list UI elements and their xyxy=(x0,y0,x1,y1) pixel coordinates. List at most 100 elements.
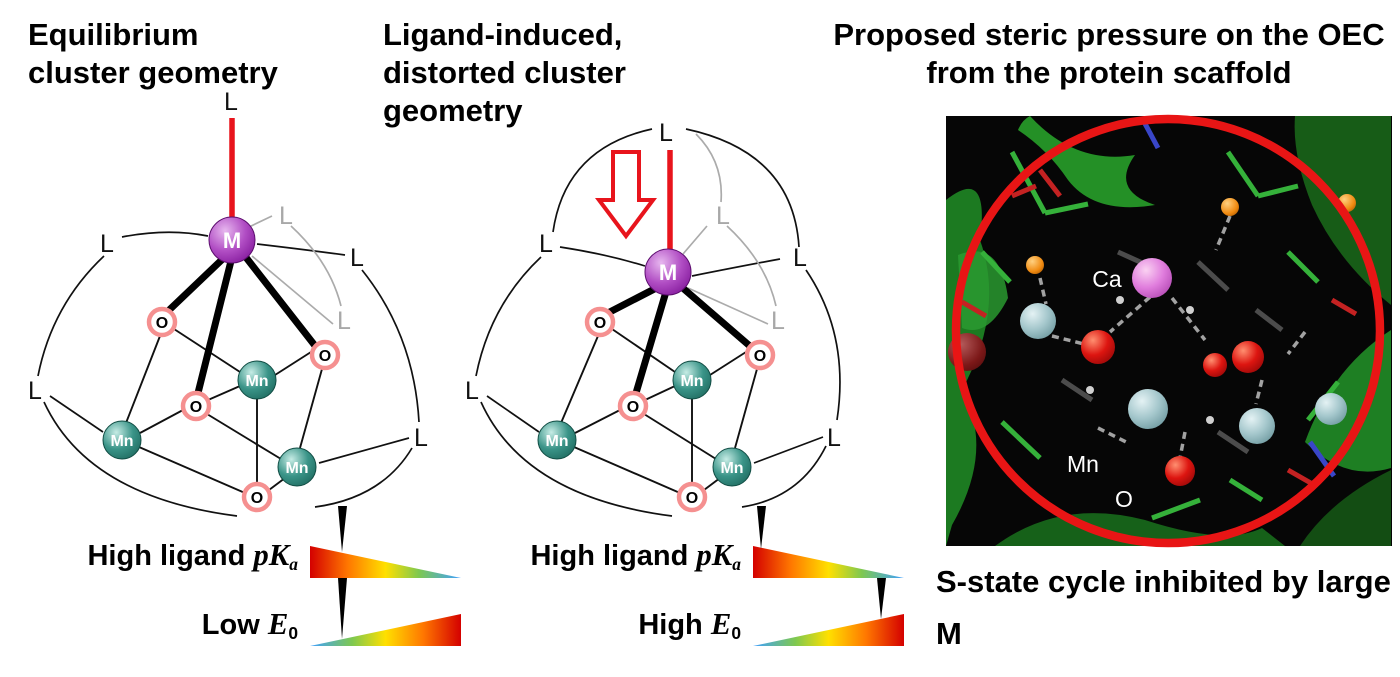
right-panel-title: Proposed steric pressure on the OEC from… xyxy=(833,17,1385,90)
e0-scale-label-left: Low E0 xyxy=(26,607,298,644)
oxygen-atom xyxy=(676,481,708,513)
ligand-label: L xyxy=(100,230,114,258)
equilibrium-cluster-diagram: M Mn Mn Mn O O O O L L L L L L L xyxy=(28,88,428,517)
pka-prefix: High ligand xyxy=(530,540,697,572)
hydrogen-dot xyxy=(1086,386,1094,394)
pka-gradient-wedge xyxy=(753,546,904,578)
ligand-label: L xyxy=(350,244,364,272)
metal-label: M xyxy=(223,228,241,253)
metal-oxo-bonds xyxy=(162,248,319,394)
oxygen-label: O xyxy=(319,348,331,365)
e0-subscript: 0 xyxy=(731,623,741,644)
ligand-label-background: L xyxy=(337,307,351,335)
mn-sphere-photo xyxy=(1128,389,1168,429)
hydrogen-dot xyxy=(1206,416,1214,424)
ligand-label: L xyxy=(793,244,807,272)
pka-gradient-wedge xyxy=(310,546,461,578)
e0-scale-middle xyxy=(753,578,904,646)
protein-structure-image: Ca Mn O xyxy=(946,114,1392,548)
calcium-sphere-photo xyxy=(1132,258,1172,298)
protein-ribbon xyxy=(1018,116,1155,208)
residue-sticks-red xyxy=(960,168,1358,489)
water-sphere-photo xyxy=(1221,198,1239,216)
pka-scale-label-middle: High ligand pKa xyxy=(469,538,741,575)
ligand-label: L xyxy=(414,424,428,452)
ligand-label: L xyxy=(539,230,553,258)
mn-sphere xyxy=(712,447,752,487)
oxygen-atom xyxy=(584,306,616,338)
e0-subscript: 0 xyxy=(288,623,298,644)
oxygen-sphere-photo xyxy=(1081,330,1115,364)
mn-sphere-photo xyxy=(1020,303,1056,339)
oxygen-label: O xyxy=(156,315,168,332)
middle-panel-title: Ligand-induced, distorted cluster geomet… xyxy=(383,17,626,128)
oxygen-photo-label: O xyxy=(1115,486,1133,512)
metal-sphere xyxy=(208,216,256,264)
ligand-envelope xyxy=(37,231,420,517)
ligand-label-background: L xyxy=(279,202,293,230)
e0-prefix: Low xyxy=(201,609,268,641)
oxygen-atom xyxy=(241,481,273,513)
mn-label: Mn xyxy=(680,373,703,390)
hydrogen-dot xyxy=(1186,306,1194,314)
pka-prefix: High ligand xyxy=(87,540,254,572)
mn-label: Mn xyxy=(245,373,268,390)
e0-symbol: E xyxy=(267,607,289,641)
ligand-envelope xyxy=(475,128,841,517)
ligand-label-background: L xyxy=(716,202,730,230)
pka-subscript: a xyxy=(732,554,741,575)
protein-ribbon xyxy=(1305,330,1391,472)
e0-prefix: High xyxy=(638,609,711,641)
water-sphere-photo xyxy=(1026,256,1044,274)
scale-needle xyxy=(338,578,347,639)
mn-label: Mn xyxy=(285,460,308,477)
scale-needle xyxy=(877,578,886,619)
ligand-label-background: L xyxy=(771,307,785,335)
e0-scale-left xyxy=(310,578,461,646)
scale-needle xyxy=(338,506,347,552)
oxygen-atom xyxy=(180,390,212,422)
mn-sphere xyxy=(277,447,317,487)
oxygen-sphere-photo xyxy=(1203,353,1227,377)
steric-pressure-arrow-icon xyxy=(595,150,657,240)
mn-label: Mn xyxy=(110,433,133,450)
oxygen-sphere-photo xyxy=(1232,341,1264,373)
pka-scale-middle xyxy=(753,506,904,578)
oxygen-sphere-photo xyxy=(1165,456,1195,486)
scale-needle xyxy=(757,506,766,549)
protein-ribbon xyxy=(1300,470,1391,546)
metal-sphere xyxy=(644,248,692,296)
mn-label: Mn xyxy=(720,460,743,477)
mn-sphere xyxy=(102,420,142,460)
mn-sphere xyxy=(672,360,712,400)
oxygen-atom xyxy=(744,339,776,371)
mn-label: Mn xyxy=(545,433,568,450)
e0-symbol: E xyxy=(710,607,732,641)
background-ligand-lines xyxy=(682,133,777,325)
ligand-label: L xyxy=(224,88,238,116)
ligand-label: L xyxy=(465,377,479,405)
background-ligand-lines xyxy=(248,215,342,325)
oxygen-atom xyxy=(309,339,341,371)
pka-scale-left xyxy=(310,506,461,578)
pka-scale-label-left: High ligand pKa xyxy=(26,538,298,575)
mn-sphere xyxy=(237,360,277,400)
e0-scale-label-middle: High E0 xyxy=(469,607,741,644)
oxygen-label: O xyxy=(190,399,202,416)
residue-sticks-dark xyxy=(1060,249,1284,455)
oxygen-label: O xyxy=(754,348,766,365)
oxygen-atom xyxy=(146,306,178,338)
bottom-caption: S-state cycle inhibited by large M xyxy=(936,564,1391,652)
oxygen-atom xyxy=(617,390,649,422)
e0-gradient-wedge xyxy=(753,614,904,646)
hydrogen-bond-dashes xyxy=(1038,215,1307,459)
cluster-edges xyxy=(560,328,758,494)
left-panel-title: Equilibrium cluster geometry xyxy=(28,17,278,90)
distorted-cluster-diagram: M Mn Mn Mn O O O O L L L L L L L xyxy=(465,119,841,517)
e0-gradient-wedge xyxy=(310,614,461,646)
calcium-photo-label: Ca xyxy=(1092,266,1122,292)
ligand-label: L xyxy=(28,377,42,405)
protein-ribbon xyxy=(958,251,1008,330)
